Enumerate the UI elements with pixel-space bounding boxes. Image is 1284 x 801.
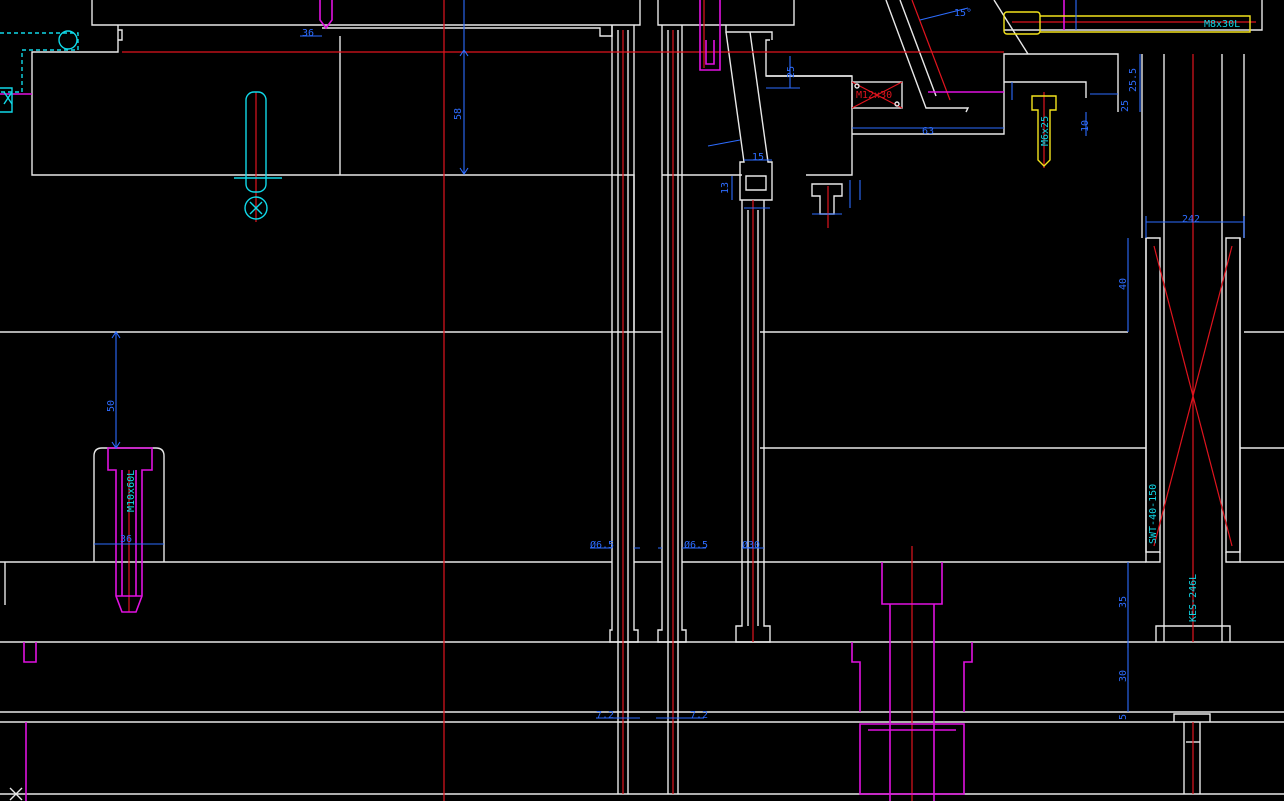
centerlines (122, 0, 1256, 801)
dim-36: 36 (302, 28, 314, 39)
callout-block: M12x30 (856, 90, 892, 101)
dim-72-left: 7.2 (596, 710, 614, 721)
dim-5: 5 (1118, 714, 1129, 720)
dim-10: 10 (1080, 120, 1091, 132)
dim-242: 242 (1182, 214, 1200, 225)
dim-50: 50 (106, 400, 117, 412)
parts-yellow (1003, 11, 1251, 167)
dim-72-right: 7.2 (690, 710, 708, 721)
dim-15deg: 15° (954, 8, 972, 19)
dim-30: 30 (1118, 670, 1129, 682)
dim-40: 40 (1118, 278, 1129, 290)
dim-phi65-left: Ø6.5 (590, 539, 614, 551)
ucs-icon (9, 787, 23, 801)
parts-cyan (0, 30, 282, 220)
dim-25a: 25 (786, 66, 797, 78)
dim-63: 63 (922, 126, 934, 137)
part-callouts: M8x30L M10x60L M12x30 SWT-40-150 KES-246… (126, 19, 1240, 622)
dim-15: 15 (752, 152, 764, 163)
dim-13: 13 (720, 182, 731, 194)
dimension-lines (94, 0, 1245, 719)
dim-58: 58 (453, 108, 464, 120)
callout-bolt-left: M10x60L (126, 470, 137, 512)
dim-35: 35 (1118, 596, 1129, 608)
dim-25-5: 25.5 (1128, 68, 1139, 92)
callout-small-bolt: M6x25 (1040, 116, 1051, 146)
callout-bolt-top-right: M8x30L (1204, 19, 1240, 30)
dim-phi30: Ø30 (742, 539, 760, 551)
dim-25b: 25 (1120, 100, 1131, 112)
callout-spring: SWT-40-150 (1148, 484, 1159, 544)
dimension-labels: 58 36 15° 13 15 63 25 25.5 25 10 242 40 … (106, 8, 1200, 721)
dim-36b: 36 (120, 534, 132, 545)
dim-phi65-right: Ø6.5 (684, 539, 708, 551)
guide-block (851, 81, 903, 109)
callout-rod: KES-246L (1188, 574, 1199, 622)
screws-magenta (0, 0, 1065, 801)
